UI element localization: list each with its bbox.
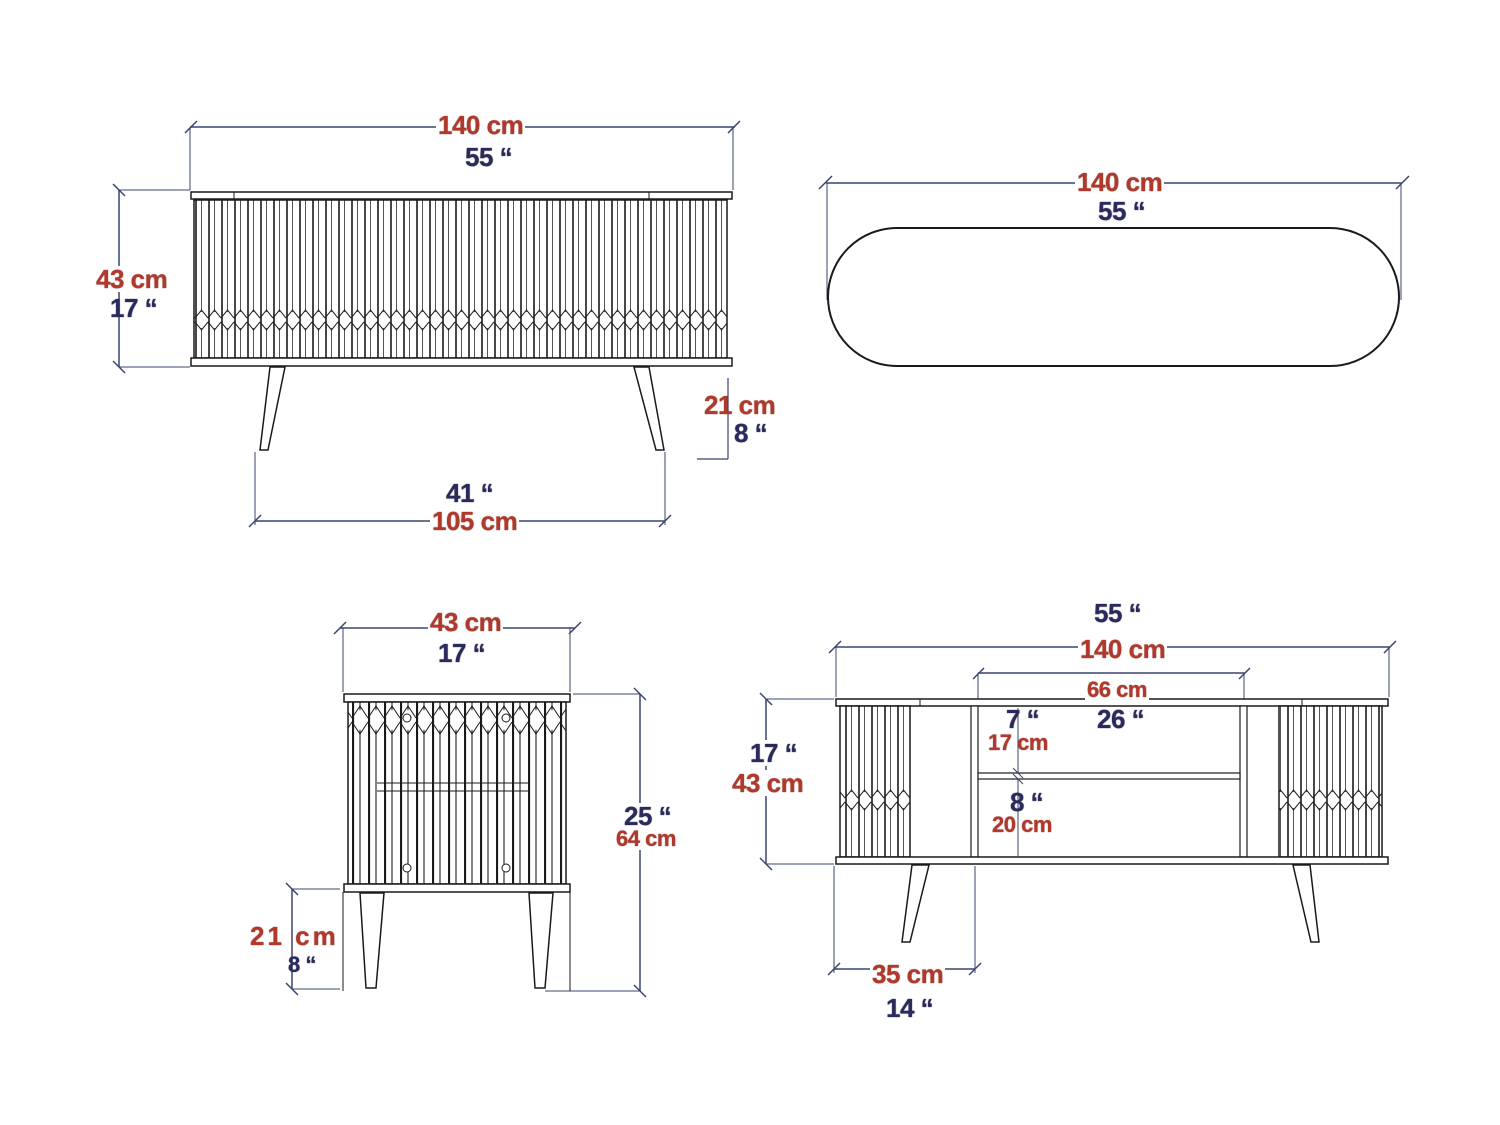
side-total-height-cm-label: 64 cm (614, 826, 678, 851)
open-upper-height-in-label: 7 “ (1006, 704, 1040, 734)
open-width-cm-label: 140 cm (1078, 634, 1168, 664)
front-view (112, 120, 741, 528)
open-body-height-cm-label: 43 cm (730, 768, 806, 798)
open-side-width-cm-label: 35 cm (870, 959, 946, 989)
open-inner-width-cm-label: 66 cm (1085, 677, 1149, 702)
open-width-in-label: 55 “ (1094, 598, 1142, 628)
front-width-in-label: 55 “ (465, 142, 513, 172)
front-leg-cm-label: 21 cm (704, 390, 776, 420)
open-inner-width-in-label: 26 “ (1097, 704, 1145, 734)
front-height-in-label: 17 “ (110, 293, 158, 323)
top-width-cm-label: 140 cm (1075, 167, 1165, 197)
open-lower-height-in-label: 8 “ (1010, 787, 1044, 817)
side-depth-in-label: 17 “ (438, 638, 486, 668)
side-view (285, 621, 647, 998)
front-leg-in-label: 8 “ (734, 418, 768, 448)
top-width-in-label: 55 “ (1098, 196, 1146, 226)
open-lower-height-cm-label: 20 cm (992, 812, 1052, 837)
top-view (818, 175, 1410, 367)
side-depth-cm-label: 43 cm (428, 607, 504, 637)
side-leg-cm-label: 21 cm (250, 921, 339, 951)
open-side-width-in-label: 14 “ (886, 993, 934, 1023)
front-leg-span-cm-label: 105 cm (430, 506, 520, 536)
open-upper-height-cm-label: 17 cm (988, 730, 1048, 755)
side-leg-in-label: 8 “ (288, 952, 316, 977)
front-height-cm-label: 43 cm (94, 264, 170, 294)
side-total-height-in-label: 25 “ (622, 801, 674, 831)
front-width-cm-label: 140 cm (436, 110, 526, 140)
open-body-height-in-label: 17 “ (748, 738, 800, 768)
front-leg-span-in-label: 41 “ (446, 478, 494, 508)
open-front-view (759, 640, 1397, 976)
